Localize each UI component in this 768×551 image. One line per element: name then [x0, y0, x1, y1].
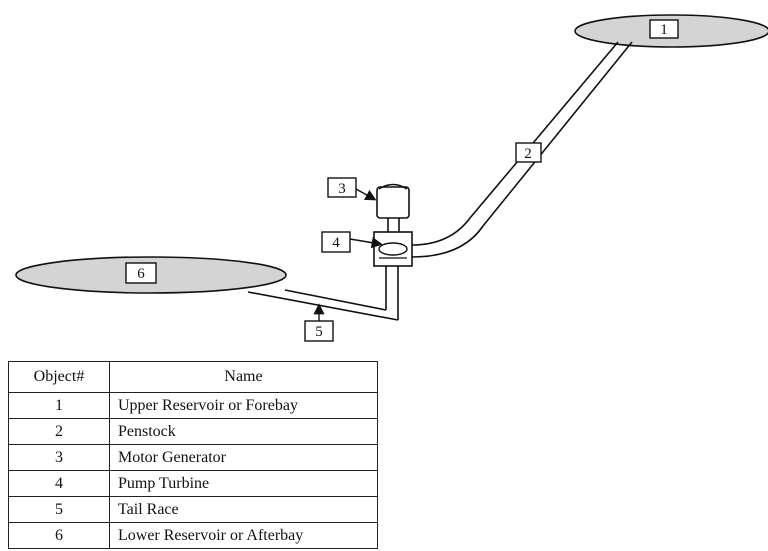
- legend-row-name: Lower Reservoir or Afterbay: [109, 522, 378, 549]
- callout-5-text: 5: [315, 324, 323, 340]
- legend-row-num: 5: [8, 496, 110, 523]
- callout-3-text: 3: [338, 181, 346, 197]
- callout-6: 6: [125, 262, 157, 284]
- table-row: 2 Penstock: [8, 418, 378, 445]
- legend-header-row: Object# Name: [8, 361, 378, 393]
- legend-row-name: Upper Reservoir or Forebay: [109, 392, 378, 419]
- callout-2: 2: [515, 142, 542, 163]
- callout-3: 3: [327, 177, 377, 201]
- pump-turbine-runner: [378, 242, 408, 256]
- callout-5: 5: [304, 303, 334, 342]
- legend-header-object: Object#: [8, 361, 110, 393]
- legend-row-name: Pump Turbine: [109, 470, 378, 497]
- table-row: 3 Motor Generator: [8, 444, 378, 471]
- table-row: 5 Tail Race: [8, 496, 378, 523]
- legend-row-num: 6: [8, 522, 110, 549]
- table-row: 1 Upper Reservoir or Forebay: [8, 392, 378, 419]
- legend-header-name: Name: [109, 361, 378, 393]
- legend-row-num: 2: [8, 418, 110, 445]
- penstock-pipe-outer: [411, 41, 619, 246]
- motor-generator: [376, 186, 410, 219]
- motor-generator-cap: [378, 183, 408, 190]
- legend-row-name: Penstock: [109, 418, 378, 445]
- callout-1: 1: [649, 19, 679, 39]
- legend-row-name: Motor Generator: [109, 444, 378, 471]
- table-row: 4 Pump Turbine: [8, 470, 378, 497]
- legend-row-num: 3: [8, 444, 110, 471]
- tail-race-lower: [247, 291, 399, 321]
- callout-4-text: 4: [332, 235, 340, 251]
- legend-row-num: 1: [8, 392, 110, 419]
- table-row: 6 Lower Reservoir or Afterbay: [8, 522, 378, 549]
- callout-4: 4: [321, 231, 383, 253]
- object-legend-table: Object# Name 1 Upper Reservoir or Foreba…: [8, 361, 378, 549]
- legend-row-num: 4: [8, 470, 110, 497]
- legend-row-name: Tail Race: [109, 496, 378, 523]
- callout-1-text: 1: [660, 22, 668, 38]
- callout-2-text: 2: [524, 146, 532, 162]
- tail-race-upper: [284, 289, 387, 311]
- callout-6-text: 6: [137, 266, 145, 282]
- penstock-pipe-inner: [411, 41, 633, 258]
